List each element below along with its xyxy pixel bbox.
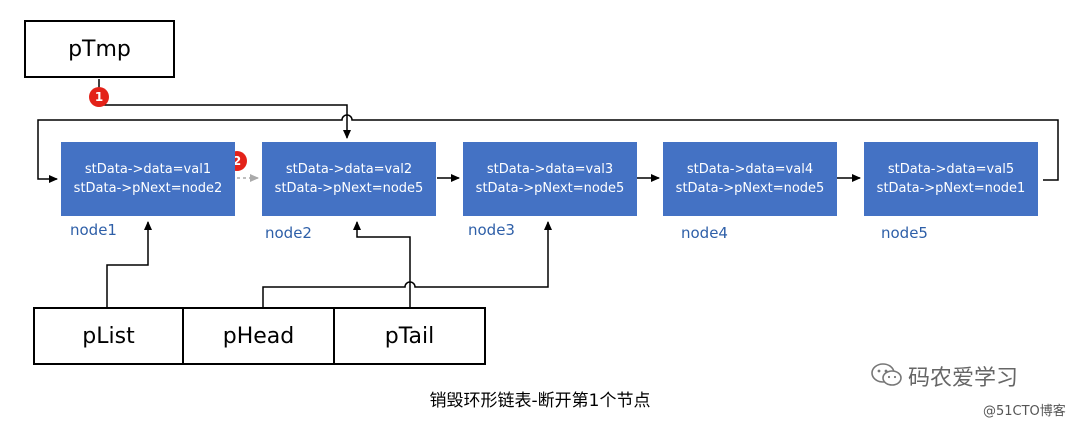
plist-label: pList (82, 323, 135, 349)
plist-to-node1-line (106, 221, 152, 307)
phead-label: pHead (222, 323, 295, 349)
step-badge-1: 1 (89, 87, 109, 107)
node-5: stData->data=val5 stData->pNext=node1 (864, 142, 1038, 216)
node-2-next: stData->pNext=node5 (274, 181, 424, 196)
node-5-data: stData->data=val5 (887, 162, 1015, 177)
node5-to-node1-loop (37, 114, 1059, 183)
node-4-next: stData->pNext=node5 (675, 181, 825, 196)
node-2-label: node2 (265, 224, 312, 242)
node-4-data: stData->data=val4 (686, 162, 814, 177)
wechat-watermark: 码农爱学习 (908, 366, 1019, 391)
node-4-label: node4 (681, 224, 728, 242)
node-2: stData->data=val2 stData->pNext=node5 (262, 142, 436, 216)
wechat-icon (871, 363, 902, 386)
node-5-label: node5 (881, 224, 928, 242)
ptail-box: pTail (333, 307, 486, 365)
phead-box: pHead (182, 307, 335, 365)
ptmp-label: pTmp (68, 36, 131, 62)
node-1-label: node1 (70, 221, 117, 239)
ptmp-to-node2-line (98, 79, 351, 139)
node-2-data: stData->data=val2 (285, 162, 413, 177)
ptail-to-node2-line (353, 221, 411, 307)
blog-watermark: @51CTO博客 (983, 404, 1066, 419)
node-1-next: stData->pNext=node2 (73, 181, 223, 196)
plist-box: pList (33, 307, 184, 365)
node-5-next: stData->pNext=node1 (876, 181, 1026, 196)
diagram-caption: 销毁环形链表-断开第1个节点 (429, 391, 651, 411)
node-4: stData->data=val4 stData->pNext=node5 (663, 142, 837, 216)
node-3-data: stData->data=val3 (486, 162, 614, 177)
node-3-label: node3 (468, 221, 515, 239)
ptail-label: pTail (384, 323, 435, 349)
node-3-next: stData->pNext=node5 (475, 181, 625, 196)
node-1-data: stData->data=val1 (84, 162, 212, 177)
node-3: stData->data=val3 stData->pNext=node5 (463, 142, 637, 216)
node-1: stData->data=val1 stData->pNext=node2 (61, 142, 235, 216)
ptmp-box: pTmp (24, 20, 175, 78)
